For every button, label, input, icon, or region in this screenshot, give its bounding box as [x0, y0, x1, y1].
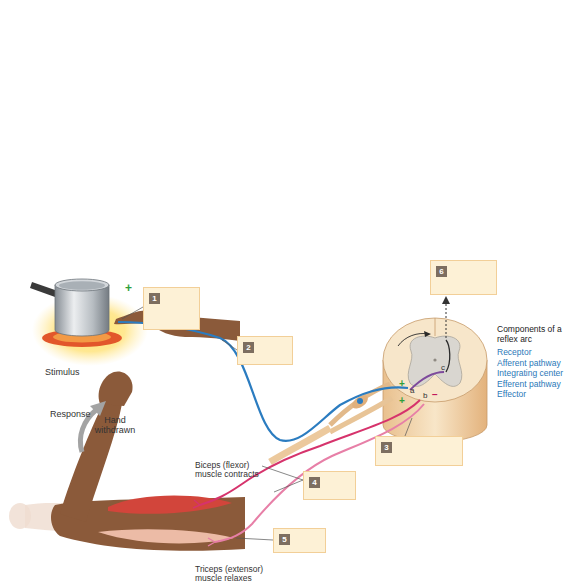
text-label: Biceps (flexor) muscle contracts: [195, 461, 275, 480]
leader-line: [222, 340, 237, 350]
leader-line: [122, 307, 143, 319]
spinal-cord-section: [383, 318, 487, 402]
motor-end-plate: [193, 500, 200, 508]
text-label: +: [399, 378, 405, 389]
median-sulcus: [435, 318, 436, 336]
interneuron: [410, 372, 444, 390]
component-item: Afferent pathway: [497, 358, 571, 369]
ghost-hand: [9, 503, 31, 529]
callout-number: 1: [149, 293, 160, 304]
text-label: +: [399, 395, 405, 406]
ventral-root: [330, 398, 392, 432]
motor-end-plate: [208, 538, 215, 546]
pot-handle: [30, 282, 55, 297]
callout-box: 5: [273, 528, 326, 553]
leader-line: [405, 418, 412, 436]
text-label: Stimulus: [45, 368, 80, 378]
text-label: Response: [50, 410, 91, 420]
leader-line: [236, 538, 273, 540]
text-label: b: [423, 392, 427, 401]
gray-matter: [408, 336, 462, 386]
text-label: a: [410, 387, 414, 396]
components-box: Components of a reflex arcReceptorAffere…: [492, 320, 575, 412]
central-canal: [433, 358, 436, 361]
biceps-muscle: [108, 496, 232, 514]
ascending-arrow: [446, 302, 447, 338]
callout-number: 5: [279, 534, 290, 545]
signal-arrowhead: [424, 331, 431, 337]
box-heading: Components of a reflex arc: [497, 324, 571, 344]
text-label: −: [432, 389, 438, 400]
afferent-cell-body: [357, 398, 363, 404]
response-arrowhead: [90, 401, 106, 416]
pot-inside: [59, 281, 105, 290]
callout-box: 4: [303, 471, 356, 500]
component-item: Efferent pathway: [497, 379, 571, 390]
text-label: Triceps (extensor) muscle relaxes: [195, 565, 277, 584]
afferent-neuron: [118, 322, 408, 441]
callout-number: 6: [436, 266, 447, 277]
text-label: c: [441, 364, 445, 373]
ascending-arrowhead: [442, 296, 450, 304]
efferent-neuron-biceps: [200, 400, 420, 505]
text-label: +: [125, 282, 132, 295]
callout-box: 3: [375, 436, 463, 466]
callout-number: 4: [309, 477, 320, 488]
component-item: Integrating center: [497, 368, 571, 379]
callout-number: 2: [243, 342, 254, 353]
text-label: Hand withdrawn: [93, 416, 137, 436]
callout-box: 2: [237, 336, 293, 365]
callout-box: 1: [143, 287, 200, 330]
signal-arrow: [398, 334, 428, 347]
leader-line: [262, 466, 303, 480]
component-item: Receptor: [497, 347, 571, 358]
pot-body: [55, 285, 109, 336]
callout-number: 3: [381, 442, 392, 453]
ascending-path: [446, 340, 450, 372]
hand: [99, 371, 133, 406]
component-item: Effector: [497, 389, 571, 400]
callout-box: 6: [430, 260, 497, 295]
pot-rim: [55, 279, 109, 291]
leader-line: [274, 480, 303, 492]
